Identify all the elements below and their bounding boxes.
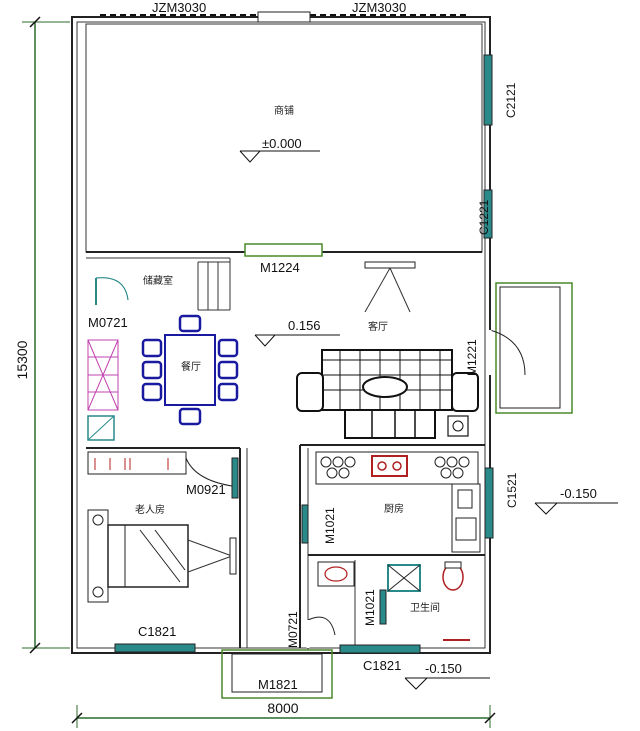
living-elevation: 0.156	[288, 318, 321, 333]
living-elevation-marker	[254, 334, 340, 347]
window-c1821-left-label: C1821	[138, 624, 176, 639]
door-m1021-kitchen-label: M1021	[323, 507, 337, 544]
bathroom	[317, 560, 470, 648]
outer-walls	[71, 11, 491, 654]
window-c1521-label: C1521	[505, 472, 519, 508]
door-m1221-right-label: M1221	[465, 339, 479, 376]
elder-bedroom-label: 老人房	[135, 503, 165, 516]
dining-label: 餐厅	[181, 360, 201, 373]
height-dimension: 15300	[14, 16, 70, 654]
top-window-label-right: JZM3030	[352, 0, 406, 15]
door-m1224-label: M1224	[260, 260, 300, 275]
top-window-label-left: JZM3030	[152, 0, 206, 15]
bathroom-label: 卫生间	[410, 601, 440, 614]
cabinet-left	[87, 339, 119, 441]
garage-label: 商铺	[274, 104, 294, 117]
dining-table	[141, 314, 239, 426]
bottom-elevation: -0.150	[425, 661, 462, 676]
elder-bedroom	[87, 451, 239, 653]
window-c1821-bottom-label: C1821	[363, 658, 401, 673]
kitchen-label: 厨房	[384, 502, 404, 515]
tv-stand	[364, 261, 416, 313]
door-m1821-label: M1821	[258, 677, 298, 692]
bottom-elevation-marker	[404, 677, 490, 690]
door-m0921-label: M0921	[186, 482, 226, 497]
window-c1221	[483, 189, 493, 239]
sofa-set	[296, 349, 479, 439]
window-c1221-label: C1221	[477, 199, 491, 235]
width-dimension: 8000	[71, 700, 496, 728]
garage-elevation: ±0.000	[262, 136, 302, 151]
living-label: 客厅	[368, 320, 388, 333]
garage-elevation-marker	[239, 150, 320, 163]
right-porch	[488, 282, 573, 414]
door-m1224	[244, 243, 323, 257]
storage-label: 储藏室	[143, 274, 173, 287]
right-elevation-marker	[534, 502, 618, 515]
bottom-entry	[221, 616, 421, 699]
window-c2121	[483, 54, 493, 126]
door-m0721-top-label: M0721	[88, 315, 128, 330]
height-dimension-label: 15300	[14, 340, 30, 379]
storage-room	[86, 257, 231, 311]
window-c2121-label: C2121	[504, 82, 518, 118]
right-elevation: -0.150	[560, 486, 597, 501]
kitchen	[301, 451, 494, 553]
width-dimension-label: 8000	[267, 700, 298, 716]
interior-walls	[86, 444, 485, 650]
door-m0721-bottom-label: M0721	[286, 611, 300, 648]
door-m1021-bath-label: M1021	[363, 589, 377, 626]
